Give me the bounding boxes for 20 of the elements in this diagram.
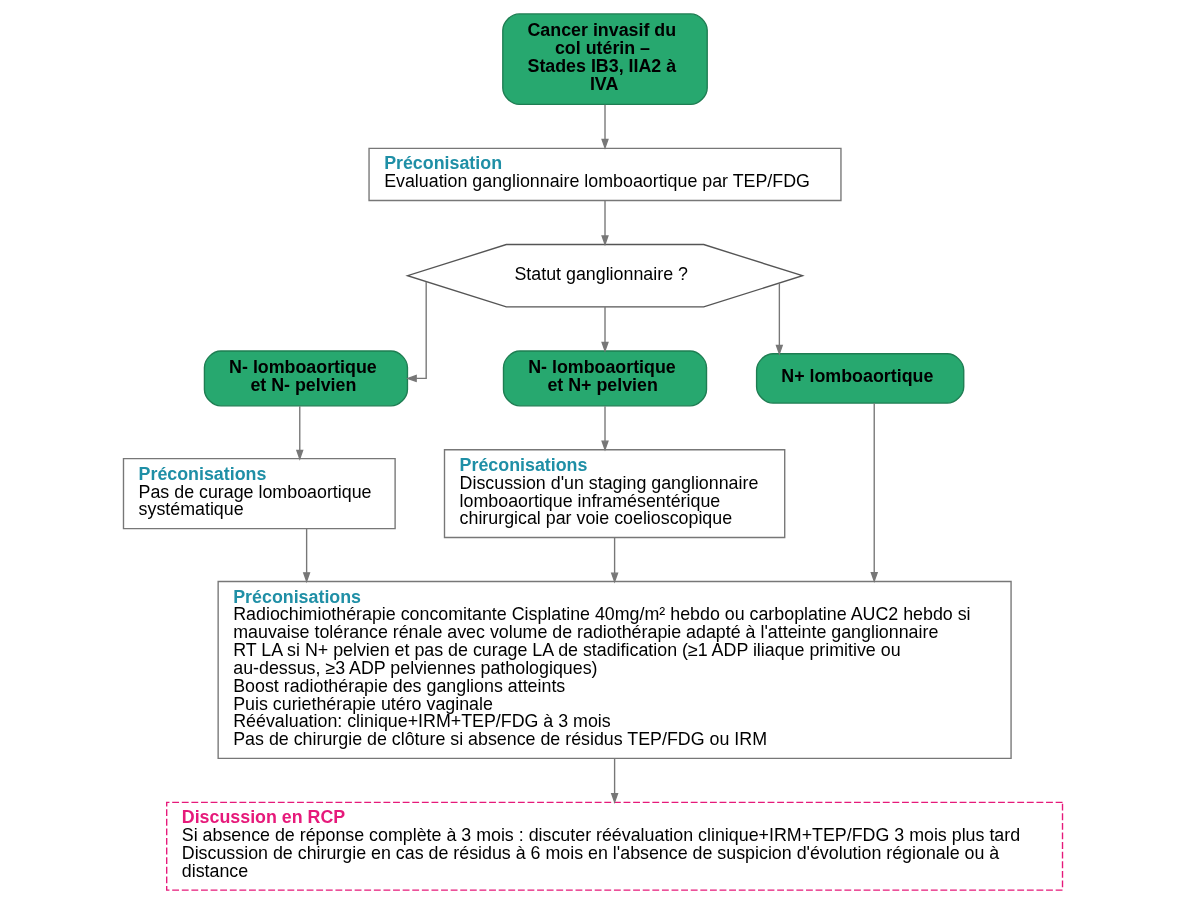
- node-box: Préconisations Radiochimiothérapie concomitante Cisplatine 40mg/m² hebdo ou carboplatine AUC2 hebdo si mauvaise tolérance rénale avec volume de radiothérapie adapté à l'atteinte ganglionnaire RT LA si N+ pelvien et pas de curage LA de stadification (≥1 ADP iliaque primitive ou au-dessus, ≥3 ADP pelviennes pathologiques) Boost radiothérapie des ganglions atteints Puis curiethérapie utéro vaginale Réévaluation: clinique+IRM+TEP/FDG à 3 mois Pas de chirurgie de clôture si absence de résidus TEP/FDG ou IRM: [217, 580, 1012, 760]
- arrow: [601, 199, 609, 247]
- arrow: [601, 405, 609, 452]
- arrow: [610, 537, 619, 584]
- arrow: [601, 104, 609, 150]
- arrow: [405, 281, 427, 383]
- node-box: Préconisation Evaluation ganglionnaire lomboaortique par TEP/FDG: [368, 147, 842, 202]
- node-box: Préconisations Discussion d'un staging ganglionnaire lomboaortique inframésentérique chirurgical par voie coelioscopique: [443, 449, 786, 539]
- arrow: [610, 757, 619, 805]
- node-box: N- lomboaortique et N- pelvien: [203, 350, 409, 407]
- node-box: N- lomboaortique et N+ pelvien: [502, 350, 708, 407]
- node-box: Discussion en RCP Si absence de réponse complète à 3 mois : discuter réévaluation clinique+IRM+TEP/FDG 3 mois plus tard Discussion de chirurgie en cas de résidus à 6 mois en l'absence de suspicion d'évolution régionale ou à distance: [166, 801, 1064, 891]
- node-box: Préconisations Pas de curage lomboaortique systématique: [122, 458, 396, 530]
- arrow: [870, 402, 879, 584]
- node-box: Cancer invasif du col utérin – Stades IB3, IIA2 à IVA: [502, 13, 708, 106]
- arrow: [302, 528, 311, 584]
- arrow: [295, 405, 304, 461]
- arrow: [601, 306, 609, 353]
- arrow: [775, 282, 784, 356]
- node-box: N+ lomboaortique: [755, 353, 965, 404]
